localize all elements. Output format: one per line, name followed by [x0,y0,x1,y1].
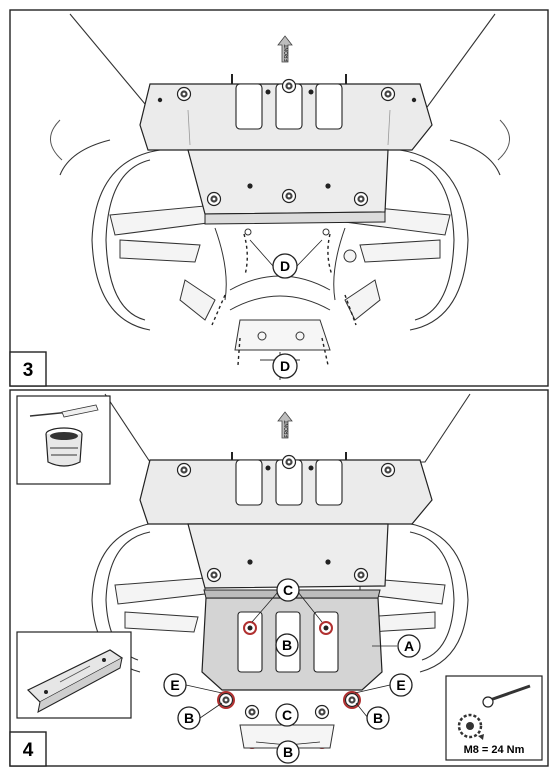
lower-mounting-bolts [217,691,361,749]
callout-c-upper: C [276,578,300,602]
callout-b-right: B [366,706,390,730]
suspension-arms-3 [109,204,451,321]
svg-text:3: 3 [23,360,34,381]
step-number-3: 3 [9,351,47,387]
svg-text:C: C [283,582,293,598]
callout-b-center-upper: B [275,633,299,657]
skid-plate-middle-3 [187,149,389,225]
panel-3: FRONT D D 3 [9,9,549,387]
svg-text:B: B [282,637,292,653]
skid-plate-front-4 [139,452,433,525]
callout-a: A [397,634,421,658]
step-number-4: 4 [9,731,47,767]
callout-c-lower: C [275,703,299,727]
left-wheel-3 [59,139,161,331]
torque-value: M8 = 24 Nm [464,744,525,756]
front-arrow-label-4: FRONT [284,420,290,437]
svg-text:4: 4 [23,740,34,761]
front-arrow-label: FRONT [284,44,290,61]
callout-e-left: E [163,673,187,697]
callout-d-lower: D [272,353,298,379]
svg-text:C: C [282,707,292,723]
svg-text:B: B [283,744,293,760]
panel-4: FRONT C B B A [9,389,549,767]
front-arrow-icon-4: FRONT [277,411,293,439]
skid-plate-front-3 [139,74,433,151]
inset-torque-spec: M8 = 24 Nm [445,675,543,761]
inset-grease-application [16,395,111,485]
right-wheel-3 [399,139,501,331]
callout-e-right: E [389,673,413,697]
right-wheel-4 [399,521,469,673]
svg-text:B: B [184,710,194,726]
callout-b-bottom: B [276,740,300,764]
callout-leaders [185,591,397,746]
callout-b-left: B [177,706,201,730]
svg-text:E: E [170,677,179,693]
svg-text:A: A [404,638,414,654]
svg-text:E: E [396,677,405,693]
callout-d-upper: D [272,253,298,279]
front-arrow-icon-3: FRONT [277,35,293,63]
skid-plate-middle-4 [187,523,389,589]
svg-text:D: D [280,258,290,274]
subframe-3 [211,227,357,380]
suspension-arms-4 [114,577,446,633]
svg-text:D: D [280,358,290,374]
inset-bracket-part [16,631,132,719]
svg-text:B: B [373,710,383,726]
